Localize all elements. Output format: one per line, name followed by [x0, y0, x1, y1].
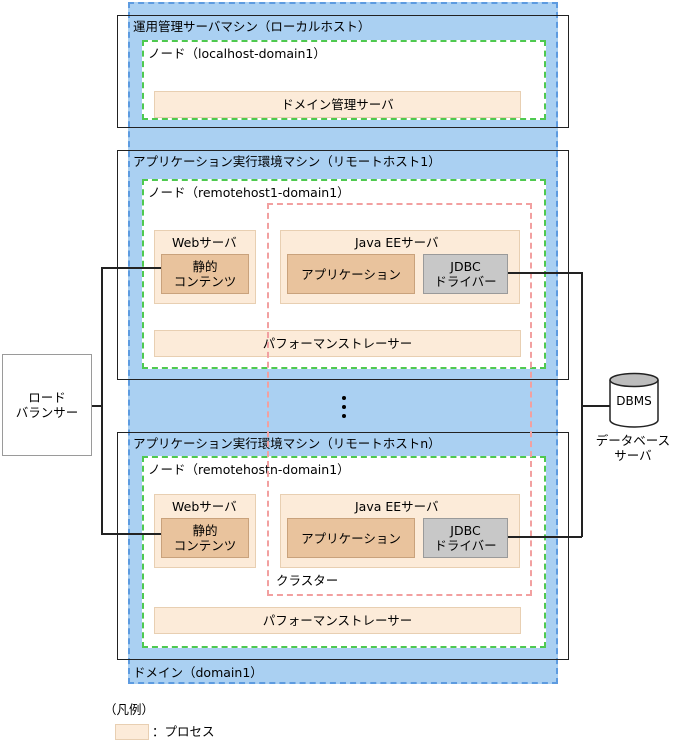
cluster-label: クラスター	[276, 573, 339, 588]
ellipsis-dot	[342, 414, 346, 418]
lb-connector	[92, 405, 102, 407]
cluster-boundary	[267, 203, 532, 596]
dbms-label: DBMS	[616, 393, 652, 408]
static-content-n: 静的 コンテンツ	[161, 518, 249, 558]
domain-admin-server: ドメイン管理サーバ	[154, 91, 521, 118]
jdbc-driver-n: JDBC ドライバー	[423, 518, 508, 558]
legend-process-swatch	[115, 724, 149, 740]
domain-label: ドメイン（domain1）	[133, 665, 263, 680]
app-node-1-label: ノード（remotehost1-domain1）	[148, 185, 350, 200]
lb-connector	[101, 267, 103, 534]
db-connector	[581, 272, 583, 537]
app-machine-n	[117, 432, 569, 660]
admin-machine-title: 運用管理サーバマシン（ローカルホスト）	[133, 19, 371, 34]
admin-node-label: ノード（localhost-domain1）	[148, 46, 326, 61]
app-machine-1-title: アプリケーション実行環境マシン（リモートホスト1）	[133, 154, 441, 169]
performance-tracer-n: パフォーマンストレーサー	[154, 607, 521, 634]
database-cylinder-icon	[609, 372, 659, 428]
lb-connector	[101, 267, 161, 269]
ellipsis-dot	[342, 405, 346, 409]
jdbc-driver-1: JDBC ドライバー	[423, 254, 508, 294]
db-connector	[581, 405, 610, 407]
application-1: アプリケーション	[287, 254, 415, 294]
legend-title: （凡例）	[104, 702, 155, 717]
application-n: アプリケーション	[287, 518, 415, 558]
legend-process-label: ：プロセス	[152, 724, 215, 739]
web-server-n-label: Webサーバ	[172, 499, 237, 514]
app-node-n-label: ノード（remotehostn-domain1）	[148, 462, 350, 477]
performance-tracer-1: パフォーマンストレーサー	[154, 330, 521, 357]
load-balancer: ロード バランサー	[2, 354, 92, 456]
admin-machine	[117, 15, 569, 128]
web-server-1-label: Webサーバ	[172, 235, 237, 250]
app-machine-n-title: アプリケーション実行環境マシン（リモートホストn）	[133, 436, 441, 451]
ellipsis-dot	[342, 396, 346, 400]
db-connector	[508, 272, 582, 274]
db-connector	[508, 536, 582, 538]
static-content-1: 静的 コンテンツ	[161, 254, 249, 294]
lb-connector	[101, 533, 161, 535]
javaee-server-1-label: Java EEサーバ	[355, 235, 439, 250]
javaee-server-n-label: Java EEサーバ	[355, 499, 439, 514]
database-server-caption: データベース サーバ	[595, 433, 671, 463]
app-machine-1	[117, 150, 569, 380]
